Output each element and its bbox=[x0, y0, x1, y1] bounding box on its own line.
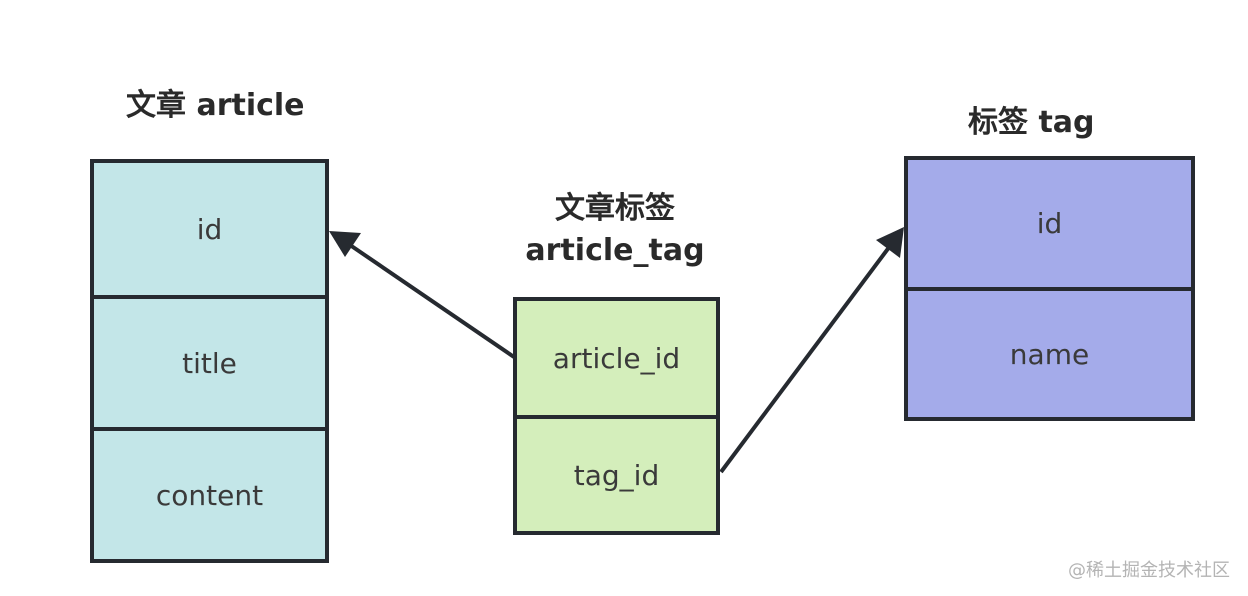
tag-row-divider bbox=[908, 287, 1191, 291]
article-tag-field-tag-id: tag_id bbox=[573, 458, 660, 492]
tag-table-title: 标签 tag bbox=[968, 105, 1095, 140]
article-tag-table-title: 文章标签 article_tag bbox=[520, 188, 710, 272]
article-tag-title-chinese: 文章标签 bbox=[555, 191, 675, 226]
arrow-article-id-to-article bbox=[348, 243, 516, 359]
arrowhead-tag bbox=[876, 227, 904, 258]
article-row-divider bbox=[94, 427, 325, 431]
tag-field-name: name bbox=[1009, 337, 1090, 371]
article-tag-table: article_id tag_id bbox=[513, 297, 720, 535]
article-field-title: title bbox=[182, 346, 237, 380]
article-field-id: id bbox=[196, 212, 223, 246]
article-tag-title-english: article_tag bbox=[525, 233, 705, 268]
article-row-divider bbox=[94, 295, 325, 299]
tag-table: id name bbox=[904, 156, 1195, 421]
arrow-tag-id-to-tag bbox=[719, 244, 892, 474]
tag-field-id: id bbox=[1036, 207, 1063, 240]
article-table: id title content bbox=[90, 159, 329, 563]
arrowhead-article bbox=[329, 231, 361, 257]
watermark: @稀土掘金技术社区 bbox=[1068, 560, 1230, 581]
article-field-content: content bbox=[155, 478, 264, 512]
article-tag-row-divider bbox=[517, 415, 716, 419]
article-tag-field-article-id: article_id bbox=[552, 341, 681, 375]
article-table-title: 文章 article bbox=[126, 88, 305, 123]
